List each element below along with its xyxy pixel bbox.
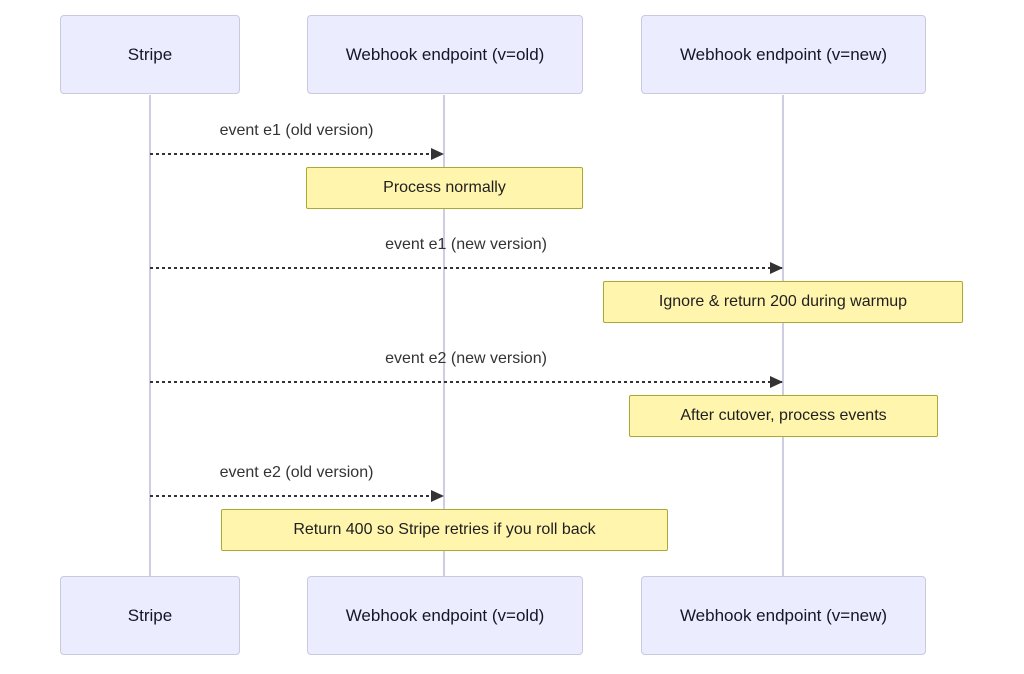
actor-label: Webhook endpoint (v=old) [345, 605, 545, 625]
message-label: event e2 (old version) [219, 464, 374, 481]
note: Process normally [306, 167, 583, 209]
message-label: event e1 (old version) [219, 122, 374, 139]
actor-stripe-top: Stripe [60, 15, 240, 94]
lifeline-webhook-new [782, 95, 784, 577]
actor-stripe-bottom: Stripe [60, 576, 240, 655]
actor-label: Webhook endpoint (v=new) [679, 44, 888, 64]
actor-webhook-new-bottom: Webhook endpoint (v=new) [641, 576, 926, 655]
lifeline-webhook-old [443, 95, 445, 577]
arrowhead-icon [770, 262, 783, 274]
arrowhead-icon [770, 376, 783, 388]
lifeline-stripe [149, 95, 151, 577]
actor-label: Stripe [127, 44, 173, 64]
message-arrow [150, 262, 783, 274]
actor-label: Stripe [127, 605, 173, 625]
note: Ignore & return 200 during warmup [603, 281, 963, 323]
actor-webhook-old-bottom: Webhook endpoint (v=old) [307, 576, 583, 655]
actor-label: Webhook endpoint (v=new) [679, 605, 888, 625]
actor-webhook-old-top: Webhook endpoint (v=old) [307, 15, 583, 94]
message-arrow [150, 376, 783, 388]
note: Return 400 so Stripe retries if you roll… [221, 509, 668, 551]
actor-webhook-new-top: Webhook endpoint (v=new) [641, 15, 926, 94]
note: After cutover, process events [629, 395, 938, 437]
message-arrow [150, 490, 444, 502]
message-label: event e1 (new version) [385, 236, 547, 253]
message-label: event e2 (new version) [385, 350, 547, 367]
actor-label: Webhook endpoint (v=old) [345, 44, 545, 64]
message-arrow [150, 148, 444, 160]
arrowhead-icon [431, 148, 444, 160]
arrowhead-icon [431, 490, 444, 502]
